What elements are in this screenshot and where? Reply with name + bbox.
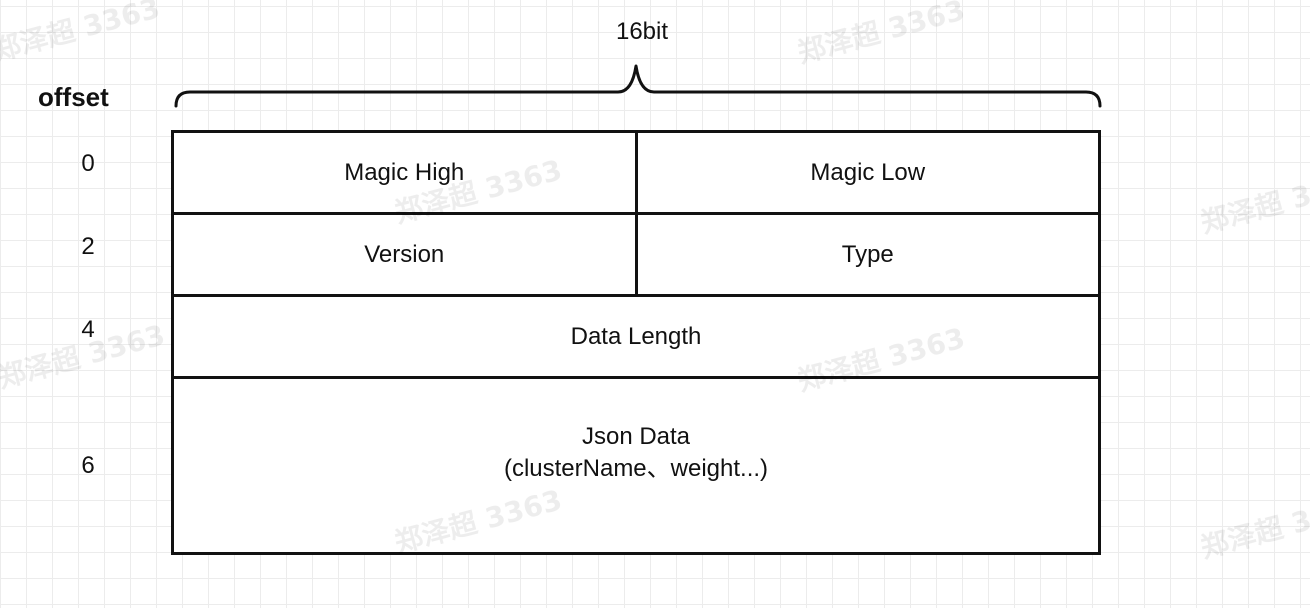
field-version: Version — [364, 240, 445, 268]
offset-column-title: offset — [38, 82, 109, 112]
json-data-detail: (clusterName、weight...) — [503, 455, 769, 482]
field-type: Type — [634, 215, 1099, 294]
field-magic-high: Magic High — [344, 158, 465, 186]
field-magic-low: Magic Low — [634, 133, 1099, 212]
frame-row-json-data: Json Data (clusterName、weight...) — [174, 379, 1098, 552]
protocol-frame: Magic High Magic Low Version Type Data L… — [171, 130, 1101, 555]
field-width-label: 16bit — [615, 18, 669, 45]
field-data-length: Data Length — [570, 322, 702, 350]
width-brace — [174, 64, 1102, 108]
offset-label: 2 — [81, 233, 95, 260]
offset-label: 0 — [81, 150, 95, 177]
watermark: 郑泽超 3363 — [1197, 488, 1310, 565]
frame-row-version-type: Version Type — [174, 215, 1098, 297]
frame-row-magic: Magic High Magic Low — [174, 133, 1098, 215]
json-data-title: Json Data — [581, 423, 691, 450]
field-json-data: Json Data (clusterName、weight...) — [174, 379, 1098, 552]
offset-label: 6 — [81, 452, 95, 479]
offset-label: 4 — [81, 316, 95, 343]
watermark: 郑泽超 3363 — [1197, 163, 1310, 240]
frame-row-data-length: Data Length — [174, 297, 1098, 379]
